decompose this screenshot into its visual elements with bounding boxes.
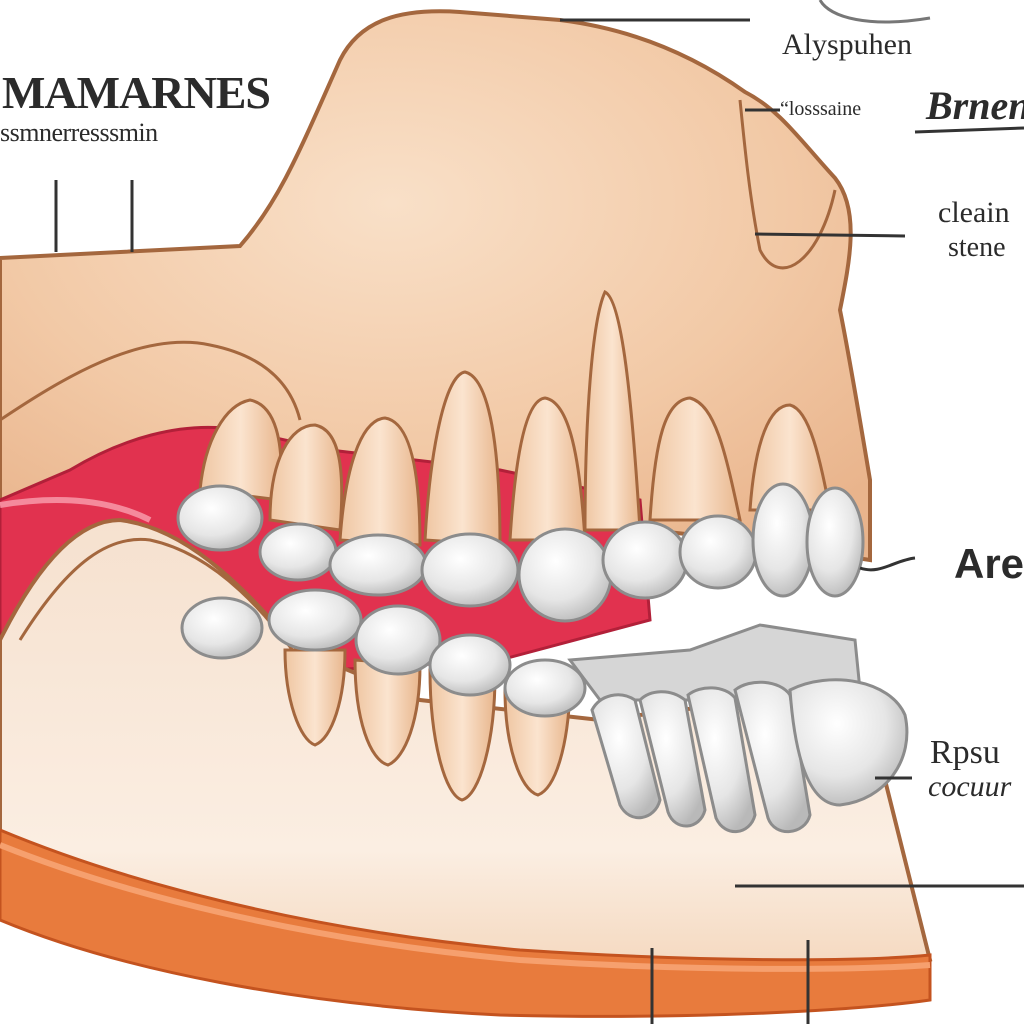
lower-crown	[354, 604, 442, 676]
upper-root	[268, 423, 344, 532]
upper-crown	[176, 484, 264, 552]
label-losaline: “losssaine	[780, 98, 862, 120]
upper-root	[338, 416, 422, 547]
lower-root	[428, 668, 497, 802]
upper-crown	[328, 533, 428, 597]
label-brnen: Brnen	[926, 83, 1024, 128]
label-stene: stene	[948, 232, 1006, 263]
leader-line	[859, 556, 916, 572]
lower-root	[353, 658, 422, 767]
upper-crown	[258, 522, 338, 582]
upper-root	[423, 370, 502, 547]
upper-fold-line	[0, 340, 302, 422]
lower-root	[283, 648, 347, 747]
upper-root	[748, 403, 832, 512]
label-alyspuhen: Alyspuhen	[782, 28, 912, 61]
label-cocuur: cocuur	[928, 770, 1012, 803]
lower-crown	[267, 588, 363, 652]
upper-root	[508, 396, 587, 542]
leader-lines	[54, 18, 1024, 1024]
upper-crown	[751, 482, 815, 598]
lower-crown	[428, 633, 512, 697]
upper-crown	[420, 532, 520, 608]
leader-line	[754, 232, 906, 238]
maxilla-shape	[0, 9, 872, 563]
upper-crown	[517, 527, 613, 623]
mandible-base-rim	[0, 842, 931, 972]
upper-crown	[678, 514, 758, 590]
cheek-bone-line	[738, 99, 837, 270]
upper-crowns	[176, 482, 865, 623]
diagram-title: MAMARNES	[2, 67, 271, 118]
upper-root	[583, 289, 642, 532]
lower-molars	[567, 623, 909, 834]
upper-root	[648, 396, 742, 522]
label-rpsu: Rpsu	[930, 734, 1000, 771]
lower-molar	[638, 690, 707, 828]
lower-crown	[180, 596, 264, 660]
lower-crown	[503, 658, 587, 718]
upper-crown	[601, 520, 689, 600]
lower-crowns	[180, 588, 587, 718]
lower-molar	[686, 686, 757, 834]
upper-roots	[198, 289, 832, 547]
top-right-sketch	[818, 0, 931, 24]
label-cleain: cleain	[938, 196, 1010, 229]
lower-molar	[733, 680, 812, 834]
label-are: Are	[954, 540, 1024, 587]
lower-molar	[590, 693, 662, 820]
gum-highlight	[0, 497, 152, 523]
upper-crown	[805, 486, 865, 598]
diagram-subtitle: ssmnerresssmin	[0, 118, 158, 147]
lower-roots	[283, 648, 572, 802]
leader-line	[914, 126, 1024, 134]
